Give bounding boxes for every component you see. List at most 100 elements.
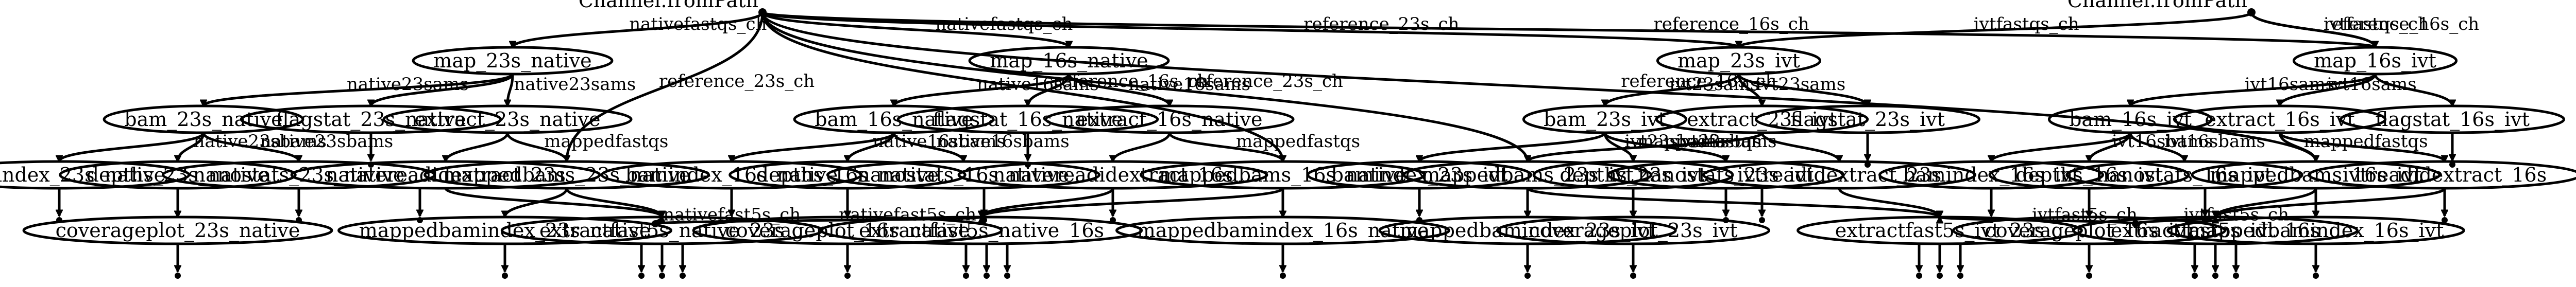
sink-point bbox=[638, 273, 645, 279]
process-ellipse bbox=[1140, 160, 1426, 190]
edge-bam_16s_native-to-depths_16s_native bbox=[848, 132, 895, 162]
edge-map_23s_ivt-to-flagstat_23s_ivt bbox=[1737, 74, 1868, 106]
edge-label: ivt16sams bbox=[2327, 74, 2416, 95]
process-node-bam_23s_ivt: bam_23s_ivt bbox=[1522, 104, 1688, 134]
process-label: extractfast5s_native_16s bbox=[859, 219, 1104, 242]
process-node-flagstat_16s_native: flagstat_16s_native bbox=[896, 104, 1159, 134]
process-label: bamindex_16s_native bbox=[625, 164, 838, 187]
process-ellipse bbox=[1496, 216, 1771, 245]
process-node-coverageplot_16s_ivt: coverageplot_16s_ivt bbox=[1952, 216, 2227, 245]
process-ellipse bbox=[2065, 160, 2303, 190]
process-ellipse bbox=[2047, 104, 2213, 134]
edge-extract_16s_native-to-nativereadidextract_16s bbox=[1113, 132, 1171, 162]
process-ellipse bbox=[1044, 104, 1295, 134]
edge-src2-to-map_23s_ivt bbox=[1739, 11, 2253, 49]
process-ellipse bbox=[600, 160, 863, 190]
process-ellipse bbox=[2191, 160, 2441, 190]
process-label: map_16s_native bbox=[990, 49, 1148, 73]
edge-label: mappedfastqs bbox=[544, 131, 668, 152]
process-node-bam_16s_native: bam_16s_native bbox=[793, 104, 995, 134]
process-ellipse bbox=[103, 104, 304, 134]
process-node-mappedbams_23s_ivt: mappedbams_23s_ivt bbox=[1402, 160, 1653, 190]
edge-label: reference_23s_ch bbox=[1303, 14, 1459, 34]
edge-label: nativefastqs_ch bbox=[629, 14, 767, 34]
sink-point bbox=[1004, 273, 1010, 279]
edge-extract_16s_ivt-to-ivtreadidextract_16s bbox=[2278, 132, 2445, 162]
source-point bbox=[758, 8, 767, 16]
process-ellipse bbox=[2292, 46, 2458, 76]
process-node-mappedbams_16s_ivt: mappedbams_16s_ivt bbox=[2191, 160, 2441, 190]
edge-bam_23s_native-to-depths_23s_native bbox=[178, 132, 205, 162]
process-ellipse bbox=[1522, 104, 1688, 134]
edge-bam_16s_native-to-nanostats_16s_native bbox=[892, 132, 963, 162]
edge-bam_23s_ivt-to-depths_23s_ivt bbox=[1603, 132, 1633, 162]
edge-bam_16s_native-to-bamindex_16s_native bbox=[732, 132, 895, 162]
sink-point bbox=[1524, 273, 1531, 279]
process-label: mappedbamindex_16s_native bbox=[1137, 219, 1429, 242]
process-node-extract_16s_ivt: extract_16s_ivt bbox=[2173, 104, 2387, 134]
source-label: Channel.fromPath bbox=[579, 0, 758, 12]
edge-map_23s_native-to-bam_23s_native bbox=[204, 73, 514, 106]
sink-point bbox=[1630, 273, 1636, 279]
process-label: coverageplot_16s_ivt bbox=[1985, 219, 2193, 242]
process-node-extract_16s_native: extract_16s_native bbox=[1044, 104, 1295, 134]
process-node-extractfast5s_ivt_16s: extractfast5s_ivt_16s bbox=[2072, 216, 2359, 245]
process-label: coverageplot_23s_ivt bbox=[1529, 219, 1737, 242]
sink-point bbox=[659, 273, 665, 279]
process-node-depths_23s_native: depths_23s_native bbox=[59, 160, 297, 190]
process-label: extract_16s_native bbox=[1077, 108, 1263, 131]
edge-map_23s_ivt-to-extract_23s_ivt bbox=[1737, 74, 1762, 106]
edge-bam_23s_native-to-nanostats_23s_native bbox=[202, 132, 299, 162]
process-node-bam_16s_ivt: bam_16s_ivt bbox=[2047, 104, 2213, 134]
sink-point bbox=[2086, 273, 2092, 279]
process-node-nanostats_16s_ivt: nanostats_16s_ivt bbox=[2065, 160, 2303, 190]
node-layer: Channel.fromPath Channel.fromPath map_23s_… bbox=[0, 0, 2576, 279]
process-ellipse bbox=[826, 160, 1101, 190]
process-label: mappedbams_23s_ivt bbox=[1421, 164, 1633, 187]
process-ellipse bbox=[1755, 104, 1980, 134]
edge-mappedbams_16s_ivt-to-extractfast5s_ivt_16s bbox=[2215, 188, 2317, 217]
edge-bam_23s_ivt-to-nanostats_23s_ivt bbox=[1603, 132, 1726, 162]
process-ellipse bbox=[1988, 160, 2190, 190]
edge-label: reference_23s_ch bbox=[659, 71, 815, 92]
process-label: extract_23s_ivt bbox=[1687, 108, 1837, 131]
process-ellipse bbox=[1797, 216, 2083, 245]
edge-label: ivtfastqs_ch bbox=[2324, 14, 2429, 34]
process-ellipse bbox=[793, 104, 995, 134]
edge-bam_16s_ivt-to-nanostats_16s_ivt bbox=[2129, 132, 2184, 162]
process-ellipse bbox=[2072, 216, 2359, 245]
process-ellipse bbox=[957, 160, 1268, 190]
process-label: bam_16s_native bbox=[815, 108, 973, 131]
process-ellipse bbox=[59, 160, 297, 190]
edge-src1-to-map_23s_native bbox=[513, 11, 764, 47]
source-label: Channel.fromPath bbox=[2067, 0, 2247, 12]
process-node-nativereadidextract_16s: nativereadidextract_16s bbox=[957, 160, 1268, 190]
edge-extract_16s_native-to-mappedbams_16s_native bbox=[1168, 132, 1283, 162]
edge-mappedbams_23s_ivt-to-extractfast5s_ivt_23s bbox=[1526, 187, 1940, 219]
edge-label: native23sams bbox=[514, 74, 636, 95]
channel-point bbox=[2132, 220, 2139, 227]
process-label: map_23s_ivt bbox=[1677, 49, 1800, 73]
edge-bam_16s_ivt-to-bamindex_16s_ivt bbox=[1991, 132, 2132, 162]
process-node-ivtreadidextract_16s: ivtreadidextract_16s bbox=[2307, 160, 2576, 190]
process-label: bamindex_16s_ivt bbox=[1903, 164, 2080, 187]
process-node-coverageplot_23s_ivt: coverageplot_23s_ivt bbox=[1496, 216, 1771, 245]
edge-bam_16s_ivt-to-depths_16s_ivt bbox=[2089, 132, 2132, 162]
edge-bam_23s_ivt-to-bamindex_23s_ivt bbox=[1419, 132, 1606, 162]
process-ellipse bbox=[423, 160, 710, 190]
edge-label: ivt16sbams bbox=[2164, 131, 2265, 152]
edge-src1-to-map_16s_native bbox=[761, 11, 1069, 47]
edge-label: native23sams bbox=[347, 74, 469, 95]
sink-point bbox=[981, 217, 987, 223]
edge-label: native23sbams bbox=[260, 131, 393, 152]
sink-point bbox=[2192, 273, 2198, 279]
process-ellipse bbox=[2307, 160, 2576, 190]
edge-extract_23s_ivt-to-mappedbams_23s_ivt bbox=[1528, 132, 1764, 162]
process-ellipse bbox=[161, 160, 436, 190]
process-node-extract_23s_ivt: extract_23s_ivt bbox=[1655, 104, 1869, 134]
sink-point bbox=[1937, 273, 1943, 279]
edge-nativereadidextract_16s-to-extractfast5s_native_16s bbox=[981, 187, 1114, 217]
process-ellipse bbox=[2173, 104, 2387, 134]
sink-point bbox=[984, 273, 990, 279]
